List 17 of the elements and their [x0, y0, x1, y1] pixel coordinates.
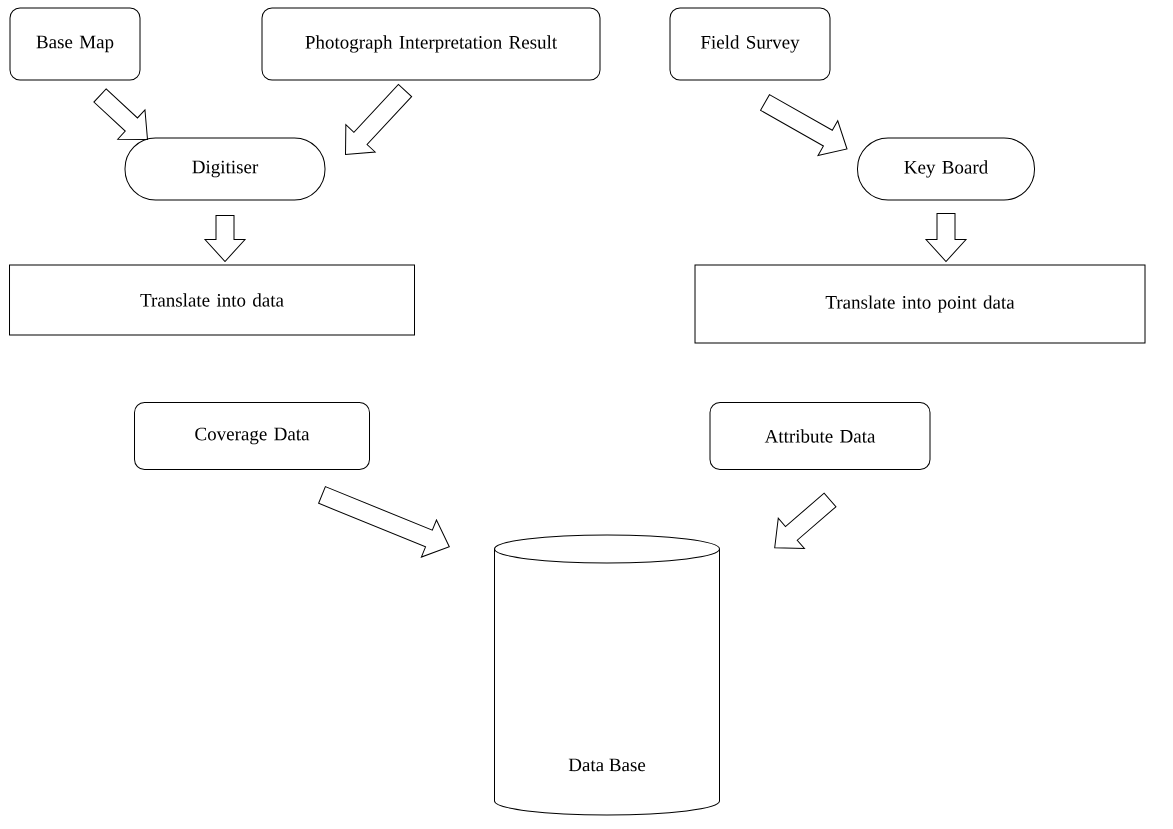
- block-arrow: [318, 486, 450, 558]
- block-arrow: [93, 88, 148, 140]
- block-arrow: [925, 213, 967, 262]
- block-arrow: [204, 215, 246, 262]
- terminal-box: Digitiser: [124, 137, 326, 201]
- block-arrow: [345, 83, 413, 155]
- process-box: Translate into point data: [694, 264, 1146, 344]
- database-cylinder: Data Base: [494, 534, 720, 816]
- process-box: Translate into data: [9, 264, 415, 336]
- process-box: Field Survey: [669, 7, 831, 81]
- block-arrow: [774, 492, 837, 550]
- block-arrow: [760, 94, 848, 157]
- process-box: Photograph Interpretation Result: [261, 7, 601, 81]
- process-box: Attribute Data: [709, 402, 931, 470]
- process-box: Coverage Data: [134, 402, 370, 470]
- terminal-box: Key Board: [857, 137, 1035, 201]
- process-box: Base Map: [9, 7, 141, 81]
